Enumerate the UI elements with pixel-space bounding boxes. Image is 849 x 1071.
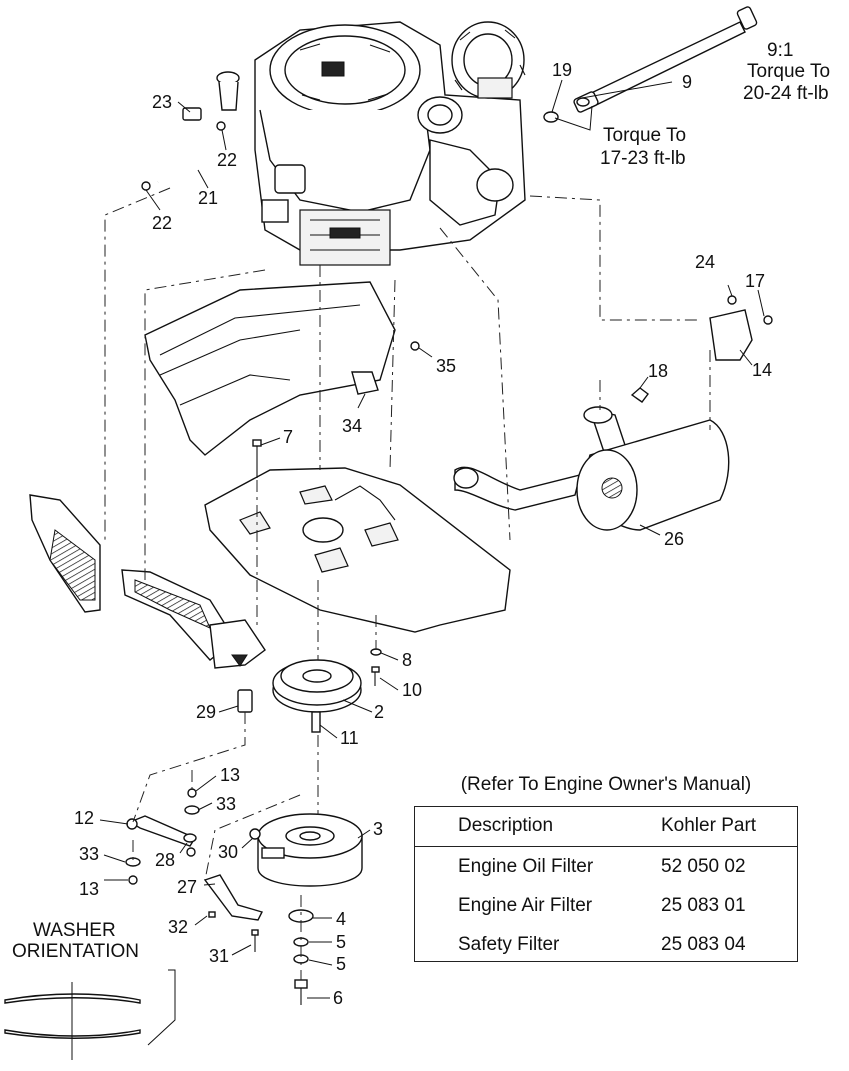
- callout-32: 32: [168, 917, 188, 937]
- callout-30: 30: [218, 842, 238, 862]
- torque-upper-line1: Torque To: [747, 61, 830, 82]
- callout-7: 7: [283, 427, 293, 447]
- leader-lines: [99, 79, 765, 999]
- header-kohler-part: Kohler Part: [661, 815, 757, 836]
- engine-deck-plate: [204, 467, 511, 633]
- callout-33b: 33: [79, 844, 99, 864]
- callout-5a: 5: [336, 932, 346, 952]
- washer-orientation-detail: [4, 969, 176, 1060]
- callout-21: 21: [198, 188, 218, 208]
- callout-6: 6: [333, 988, 343, 1008]
- callout-13a: 13: [220, 765, 240, 785]
- table-row: Engine Air Filter 25 083 01: [415, 887, 797, 926]
- assembly-lines: [104, 187, 711, 980]
- row-part-number: 52 050 02: [661, 856, 746, 877]
- callout-28: 28: [155, 850, 175, 870]
- filter-table-header: Description Kohler Part: [415, 807, 797, 847]
- exhaust-tube: [543, 6, 758, 123]
- row-description: Safety Filter: [458, 934, 560, 955]
- torque-lower-line1: Torque To: [603, 125, 686, 146]
- engine-heat-shield: [144, 281, 420, 456]
- callout-17: 17: [745, 271, 765, 291]
- torque-upper-line2: 20-24 ft-lb: [743, 83, 829, 104]
- table-row: Safety Filter 25 083 04: [415, 926, 797, 965]
- callout-22b: 22: [152, 213, 172, 233]
- muffler-bracket: [709, 295, 773, 361]
- callout-23: 23: [152, 92, 172, 112]
- spacer-29: [237, 689, 253, 713]
- callout-10: 10: [402, 680, 422, 700]
- callout-19: 19: [552, 60, 572, 80]
- pulley: [272, 659, 362, 733]
- torque-notes: 9:1 Torque To 20-24 ft-lb Torque To 17-2…: [12, 40, 830, 962]
- table-row: Engine Oil Filter 52 050 02: [415, 848, 797, 887]
- row-description: Engine Air Filter: [458, 895, 593, 916]
- ratio-note: 9:1: [767, 40, 793, 61]
- callout-13b: 13: [79, 879, 99, 899]
- callout-29: 29: [196, 702, 216, 722]
- fuel-line: [141, 107, 226, 191]
- washer-bolt-8-10: [370, 648, 382, 686]
- callout-35: 35: [436, 356, 456, 376]
- header-description: Description: [458, 815, 554, 836]
- callout-9: 9: [682, 72, 692, 92]
- callouts: 2 3 4 5 5 6 7 8 9 10 11 12 13 13 14 17 1…: [74, 60, 772, 1008]
- belt-guards: [29, 494, 266, 669]
- bolt-7: [252, 439, 262, 478]
- callout-33a: 33: [216, 794, 236, 814]
- callout-18: 18: [648, 361, 668, 381]
- callout-22a: 22: [217, 150, 237, 170]
- washer-note-line2: ORIENTATION: [12, 941, 139, 962]
- callout-4: 4: [336, 909, 346, 929]
- callout-12: 12: [74, 808, 94, 828]
- row-description: Engine Oil Filter: [458, 856, 594, 877]
- washer-note-line1: WASHER: [33, 920, 116, 941]
- callout-11: 11: [340, 728, 359, 748]
- callout-26: 26: [664, 529, 684, 549]
- callout-31: 31: [209, 946, 229, 966]
- filter-table-caption: (Refer To Engine Owner's Manual): [460, 774, 752, 795]
- callout-8: 8: [402, 650, 412, 670]
- callout-14: 14: [752, 360, 772, 380]
- row-part-number: 25 083 04: [661, 934, 746, 955]
- clutch: [257, 813, 363, 887]
- engine: [216, 21, 526, 266]
- muffler: [453, 387, 730, 531]
- callout-27: 27: [177, 877, 197, 897]
- callout-2: 2: [374, 702, 384, 722]
- row-part-number: 25 083 01: [661, 895, 746, 916]
- torque-lower-line2: 17-23 ft-lb: [600, 148, 686, 169]
- callout-34: 34: [342, 416, 362, 436]
- callout-24: 24: [695, 252, 715, 272]
- clutch-hardware: [125, 788, 314, 1005]
- filter-table: Description Kohler Part Engine Oil Filte…: [414, 806, 798, 962]
- callout-5b: 5: [336, 954, 346, 974]
- callout-3: 3: [373, 819, 383, 839]
